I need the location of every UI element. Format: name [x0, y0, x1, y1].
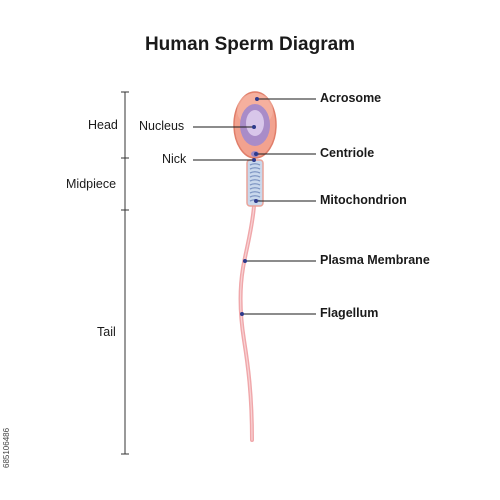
label-nucleus: Nucleus	[139, 119, 185, 133]
mitochondrial-coil	[249, 187, 261, 190]
diagram-title: Human Sperm Diagram	[144, 34, 356, 55]
label-flagellum: Flagellum	[320, 306, 379, 320]
region-label-midpiece: Midpiece	[66, 177, 117, 191]
dot-centriole	[254, 152, 258, 156]
mitochondrial-coil	[249, 163, 261, 166]
stock-id-text: 685106486	[2, 427, 11, 468]
label-centriole: Centriole	[320, 146, 375, 160]
region-label-head: Head	[88, 118, 118, 132]
dot-nucleus	[252, 125, 256, 129]
tail-flagellum-shape	[238, 204, 256, 442]
mitochondrial-coil	[249, 195, 261, 198]
dot-flagellum	[240, 312, 244, 316]
dot-plasma-membrane	[243, 259, 247, 263]
mitochondrial-coil	[249, 183, 261, 186]
region-label-tail: Tail	[97, 325, 116, 339]
dot-mitochondrion	[254, 199, 258, 203]
mitochondrial-coil	[249, 171, 261, 174]
mitochondrial-coil	[249, 191, 261, 194]
mitochondrial-coil	[249, 179, 261, 182]
label-mitochondrion: Mitochondrion	[320, 193, 407, 207]
label-acrosome: Acrosome	[320, 91, 382, 105]
label-nick: Nick	[162, 152, 187, 166]
nucleus-highlight	[246, 110, 264, 136]
mitochondrial-coil	[249, 175, 261, 178]
mitochondrial-coil	[249, 167, 261, 170]
label-plasma-membrane: Plasma Membrane	[320, 253, 430, 267]
dot-acrosome	[255, 97, 259, 101]
dot-nick	[252, 158, 256, 162]
